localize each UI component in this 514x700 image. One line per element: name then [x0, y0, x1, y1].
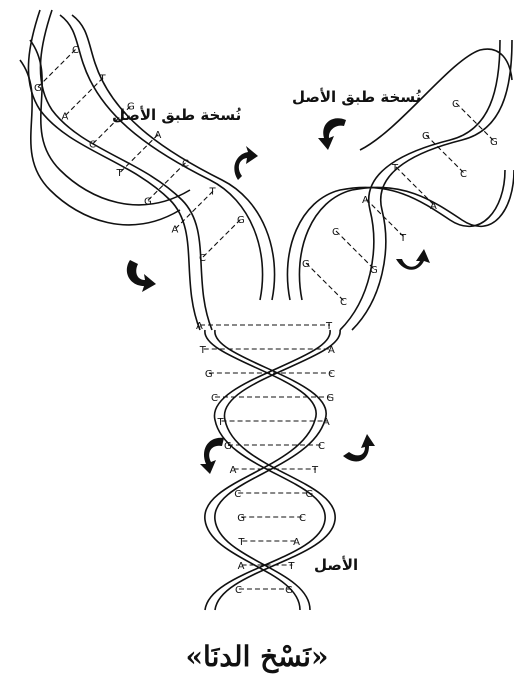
right-strand-a2 [352, 40, 512, 330]
base-letter: C [235, 585, 242, 596]
base-letter: G [285, 585, 293, 596]
left-strand-a [28, 10, 200, 330]
base-letter: C [452, 99, 459, 110]
base-letter: C [318, 441, 325, 452]
base-letter: C [332, 227, 339, 238]
diagram-caption: «نَسْخ الدنَا» [0, 640, 514, 673]
base-letter: C [299, 513, 306, 524]
left-strand-b [60, 15, 263, 300]
base-letter: G [326, 393, 334, 404]
base-letter: C [89, 140, 96, 151]
curved-arrow-icon [200, 438, 224, 474]
base-letter: A [293, 537, 300, 548]
base-letter: T [311, 465, 319, 476]
base-letter: C [182, 158, 189, 169]
base-letter: A [172, 225, 179, 236]
base-letter: A [196, 321, 203, 332]
curved-arrow-icon [127, 260, 156, 292]
base-pair-rung [176, 191, 214, 229]
base-letter: T [237, 537, 245, 548]
base-letter: A [62, 111, 69, 122]
base-letter: T [209, 187, 217, 198]
left-strand-a2 [40, 10, 212, 330]
base-letter: C [460, 169, 467, 180]
base-letter: T [325, 321, 333, 332]
base-letter: T [99, 73, 107, 84]
base-pair-rung [121, 134, 159, 172]
copy-label-left: نُسخة طبق الأصل [112, 106, 241, 124]
right-strand-a [340, 40, 500, 330]
base-letter: G [370, 265, 378, 276]
curved-arrow-icon [318, 118, 346, 150]
base-pair-rung [66, 77, 104, 115]
base-letter: A [430, 201, 437, 212]
base-pair-rung [38, 49, 76, 87]
base-letter: C [234, 489, 241, 500]
base-letter: G [237, 513, 245, 524]
trunk-base-pairs: A T T A G C C G T A G C A T C G G C T A A T C G [196, 321, 335, 596]
base-letter: C [328, 369, 335, 380]
base-letter: A [328, 345, 335, 356]
base-letter: A [323, 417, 330, 428]
trunk-strand-a [205, 330, 316, 610]
base-letter: A [362, 195, 369, 206]
base-letter: C [340, 297, 347, 308]
base-letter: T [217, 417, 225, 428]
base-letter: G [490, 137, 498, 148]
base-letter: A [238, 561, 245, 572]
original-label: الأصل [314, 556, 358, 574]
base-letter: C [72, 45, 79, 56]
base-letter: T [399, 233, 407, 244]
copy-label-right: نُسخة طبق الأصل [292, 88, 421, 106]
right-copy-helix [287, 40, 514, 330]
base-letter: A [155, 130, 162, 141]
right-base-pairs: G C C G A T T A G C C G [302, 99, 498, 308]
base-letter: C [211, 393, 218, 404]
base-pair-rung [306, 263, 344, 301]
base-letter: T [116, 168, 124, 179]
base-letter: G [237, 215, 245, 226]
base-pair-rung [336, 231, 374, 269]
base-letter: G [302, 259, 310, 270]
base-letter: T [287, 561, 295, 572]
base-letter: T [391, 163, 399, 174]
base-letter: G [422, 131, 430, 142]
base-letter: G [205, 369, 213, 380]
base-letter: G [144, 196, 152, 207]
base-letter: T [199, 345, 207, 356]
base-letter: G [224, 441, 232, 452]
left-base-pairs: CGATGCTACGATGC [34, 45, 245, 264]
base-letter: G [34, 83, 42, 94]
base-letter: C [199, 253, 206, 264]
curved-arrow-icon [396, 249, 430, 270]
curved-arrow-icon [343, 434, 375, 461]
base-letter: A [230, 465, 237, 476]
base-pair-rung [203, 219, 241, 257]
curved-arrow-icon [234, 146, 258, 180]
base-letter: G [305, 489, 313, 500]
